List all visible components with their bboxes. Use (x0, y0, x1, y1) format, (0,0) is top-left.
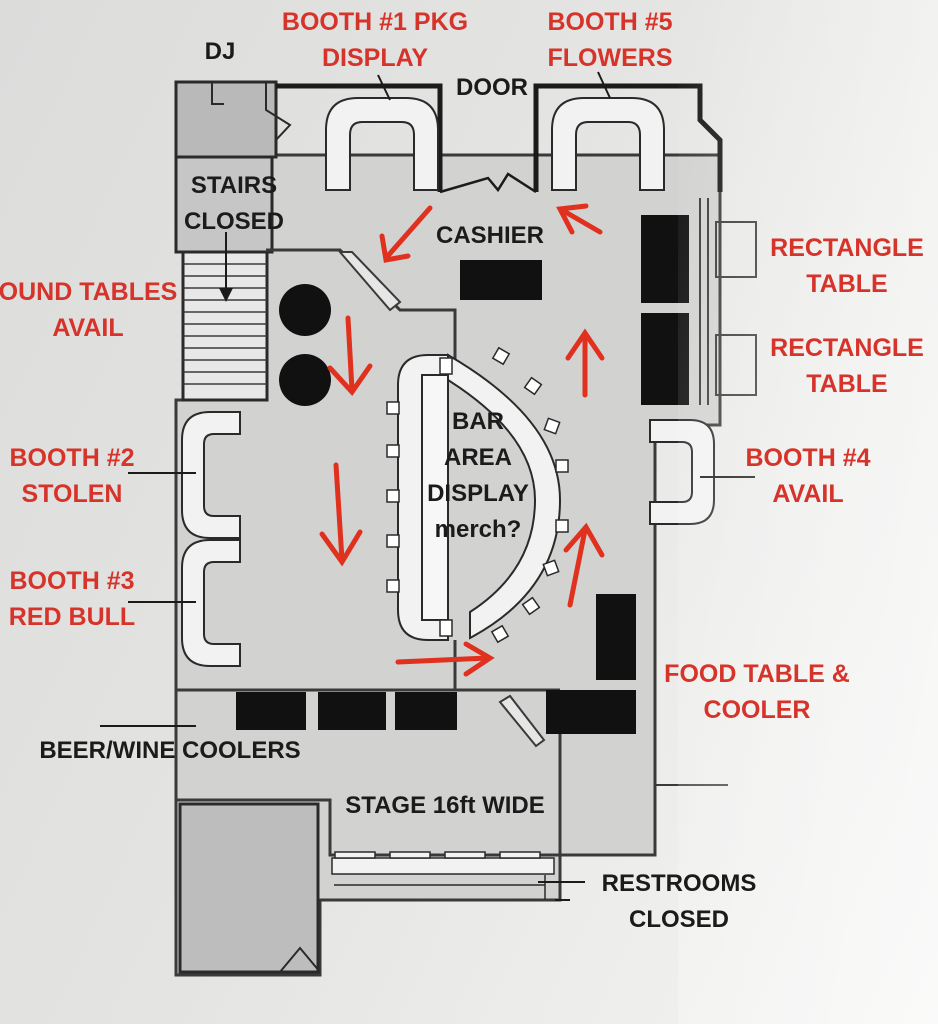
arrow-bottom-right (395, 641, 495, 677)
food-table-label-line1: FOOD TABLE & (664, 660, 850, 688)
restroom-block (178, 802, 320, 974)
flow-arrows (319, 203, 605, 677)
booth-4-label-line2: AVAIL (772, 480, 844, 508)
dj-label: DJ (204, 38, 236, 65)
rectangle-table-1-label-line2: TABLE (806, 270, 888, 298)
door-label: DOOR (456, 74, 528, 101)
bar-counter (397, 353, 562, 641)
booth-1-label-line1: BOOTH #1 PKG (281, 8, 469, 36)
booth-2-label: BOOTH #2 STOLEN (2, 440, 142, 512)
round-tables-label: OUND TABLES AVAIL (0, 274, 180, 346)
round-table-2 (279, 354, 331, 406)
bar-label-line2: AREA (443, 444, 512, 471)
booth-2-label-line1: BOOTH #2 (9, 444, 135, 472)
bar-label-line1: BAR (452, 408, 504, 435)
booth-5-label-line1: BOOTH #5 (547, 8, 673, 36)
dj-room (174, 80, 292, 159)
booth-4-label-line1: BOOTH #4 (745, 444, 871, 472)
rectangle-table-1-label-line1: RECTANGLE (770, 234, 924, 262)
rectangle-table-2 (641, 313, 689, 405)
round-tables-label-line1: OUND TABLES (0, 278, 178, 306)
restrooms-label: RESTROOMS CLOSED (584, 866, 774, 938)
arrow-entrance-down (379, 205, 433, 263)
rectangle-table-1-label: RECTANGLE TABLE (762, 230, 932, 302)
booth-2-shape (181, 411, 241, 539)
booth-1-label-line2: DISPLAY (321, 44, 429, 72)
door-swing-panel (337, 251, 402, 312)
bar-label-line4: merch? (434, 516, 522, 543)
restrooms-label-line1: RESTROOMS (601, 870, 757, 897)
food-table-label-line2: COOLER (703, 696, 811, 724)
arrow-tables-down (327, 315, 373, 396)
booth-1-shape (325, 97, 439, 191)
arrow-cashier-up (556, 203, 603, 235)
stage-label: STAGE 16ft WIDE (345, 792, 545, 819)
booth-2-label-line2: STOLEN (21, 480, 123, 508)
stage-edge (331, 851, 555, 900)
inner-walls (176, 248, 728, 857)
bar-label-line3: DISPLAY (427, 480, 529, 507)
stairs-label: STAIRS CLOSED (172, 168, 296, 240)
beer-cooler-1 (236, 692, 306, 730)
stage-door-panel (498, 694, 546, 748)
restroom-door (279, 946, 321, 973)
bar-area-label: BAR AREA DISPLAY merch? (418, 404, 538, 548)
leader-lines (100, 71, 755, 901)
cooler-block (546, 690, 636, 734)
rectangle-table-2-label-line1: RECTANGLE (770, 334, 924, 362)
booth-5-label-line2: FLOWERS (547, 44, 673, 72)
food-table-label: FOOD TABLE & COOLER (652, 656, 862, 728)
booth-5-shape (551, 97, 665, 191)
cashier-label: CASHIER (435, 222, 544, 249)
restrooms-label-line2: CLOSED (628, 906, 729, 933)
rectangle-table-2-label: RECTANGLE TABLE (762, 330, 932, 402)
rectangle-table-2-label-line2: TABLE (806, 370, 888, 398)
beer-wine-coolers-label: BEER/WINE COOLERS (39, 737, 301, 764)
rectangle-table-1 (641, 215, 689, 303)
booth-1-label: BOOTH #1 PKG DISPLAY (255, 4, 495, 76)
food-table (596, 594, 636, 680)
arrow-right-up (565, 328, 605, 398)
stairs-label-line1: STAIRS (190, 172, 278, 199)
booth-5-label: BOOTH #5 FLOWERS (520, 4, 700, 76)
arrow-lower-up (563, 522, 605, 608)
booth-3-label: BOOTH #3 RED BULL (2, 563, 142, 635)
stairs-closed-area (174, 155, 274, 402)
booth-3-label-line2: RED BULL (8, 603, 136, 631)
booth-3-shape (181, 539, 241, 667)
booth-4-label: BOOTH #4 AVAIL (738, 440, 878, 512)
arrow-left-down (319, 462, 363, 567)
round-tables-label-line2: AVAIL (52, 314, 124, 342)
cashier-counter (460, 260, 542, 300)
beer-cooler-2 (318, 692, 386, 730)
stairs-label-line2: CLOSED (183, 208, 284, 235)
beer-cooler-3 (395, 692, 457, 730)
booth-3-label-line1: BOOTH #3 (9, 567, 135, 595)
rectangle-table-side-boxes (699, 198, 757, 405)
bar-stools (386, 346, 569, 644)
booth-4-shape (649, 419, 715, 525)
round-table-1 (279, 284, 331, 336)
